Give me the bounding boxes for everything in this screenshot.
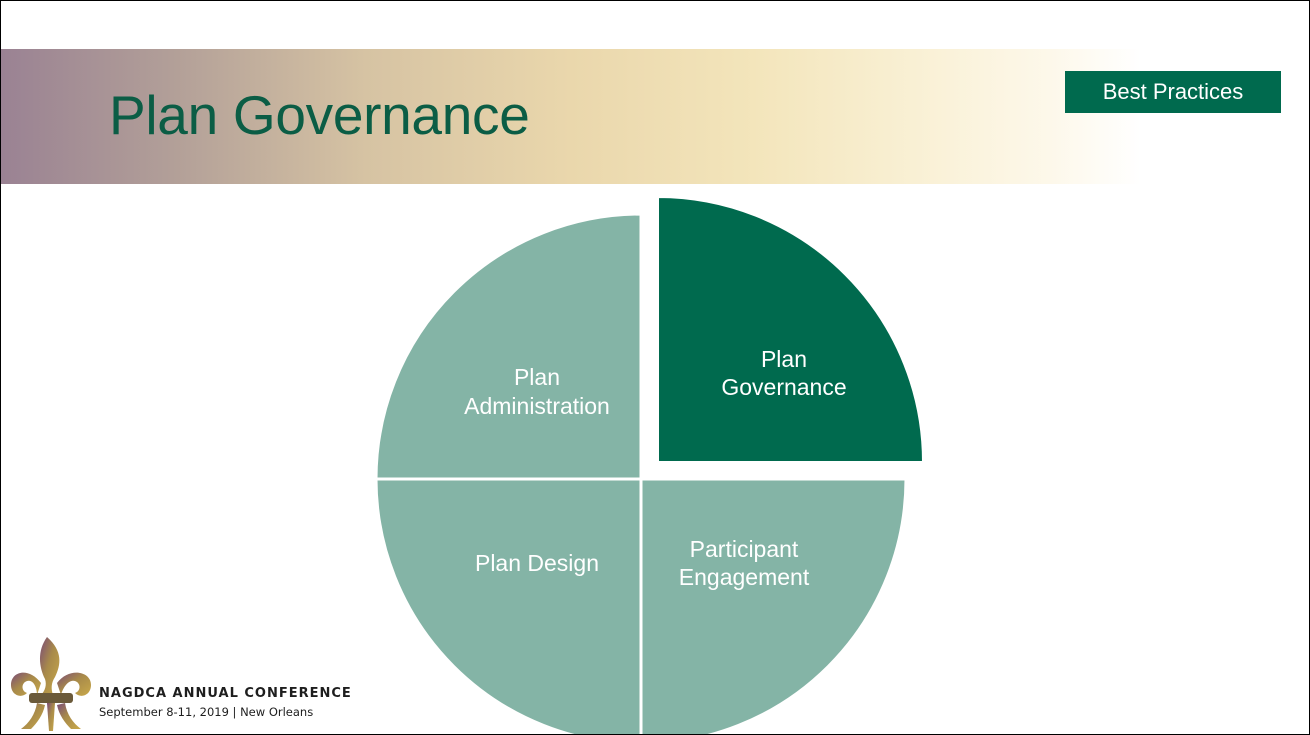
segment-participant-engagement xyxy=(639,477,908,734)
segment-label-participant-engagement-2: Engagement xyxy=(679,564,810,590)
slide-title: Plan Governance xyxy=(109,84,530,146)
segment-label-plan-governance-1: Plan xyxy=(761,346,807,372)
segment-plan-governance xyxy=(657,195,925,463)
title-band xyxy=(1,49,1141,184)
segment-label-plan-governance-2: Governance xyxy=(721,374,846,400)
conference-dates: September 8-11, 2019 | New Orleans xyxy=(99,705,314,719)
segment-label-plan-design: Plan Design xyxy=(475,550,599,576)
segment-plan-administration xyxy=(374,212,643,481)
segment-label-plan-administration-2: Administration xyxy=(464,393,610,419)
segment-label-participant-engagement-1: Participant xyxy=(690,536,799,562)
segment-plan-design xyxy=(374,477,643,734)
conference-name: NAGDCA ANNUAL CONFERENCE xyxy=(99,686,352,701)
fleur-de-lis-icon xyxy=(11,637,91,731)
best-practices-badge: Best Practices xyxy=(1065,71,1281,113)
segment-label-plan-administration-1: Plan xyxy=(514,364,560,390)
